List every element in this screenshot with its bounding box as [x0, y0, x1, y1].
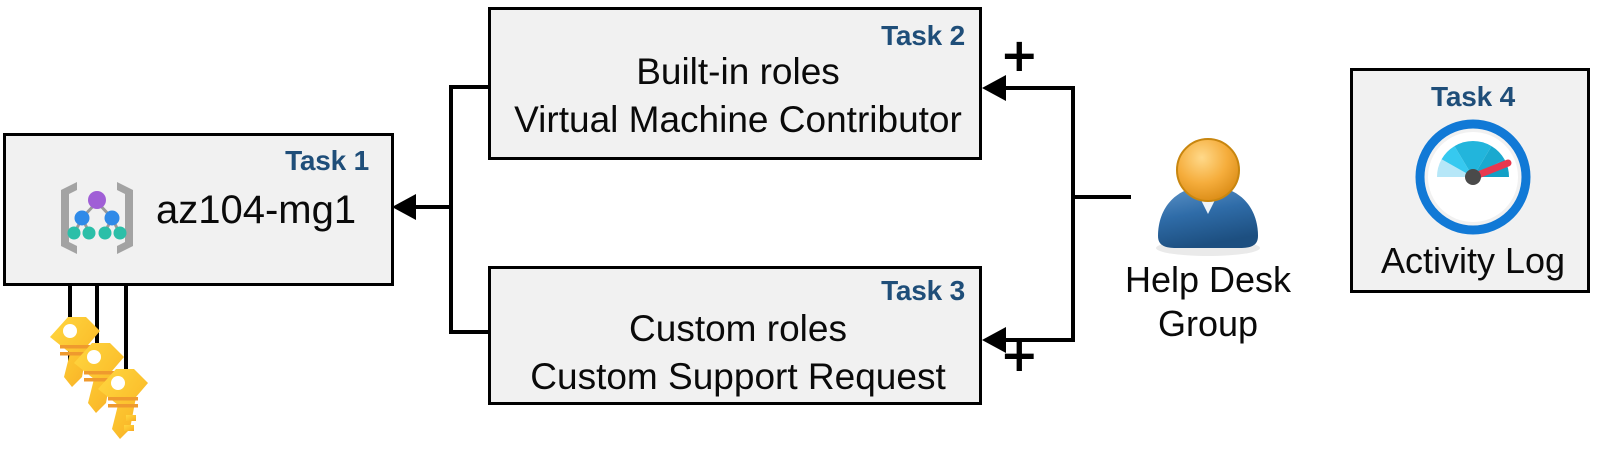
connector-identity-to-spine	[1071, 195, 1131, 199]
task3-line1: Custom roles	[629, 308, 847, 349]
connector-spine-to-task2	[1005, 86, 1075, 90]
connector-task3-to-spine	[449, 330, 491, 334]
arrowhead-into-task1	[392, 194, 416, 220]
task4-box[interactable]: Task 4 Activity Log	[1350, 68, 1590, 293]
task3-body: Custom roles Custom Support Request	[491, 305, 985, 401]
connector-right-spine	[1071, 86, 1075, 342]
gauge-icon	[1415, 119, 1531, 235]
task2-box[interactable]: Task 2 Built-in roles Virtual Machine Co…	[488, 7, 982, 160]
task2-body: Built-in roles Virtual Machine Contribut…	[491, 48, 985, 144]
task3-line2: Custom Support Request	[530, 356, 946, 397]
task2-label: Task 2	[881, 20, 965, 51]
task1-title: az104-mg1	[156, 188, 357, 232]
key-connector-3	[124, 246, 128, 409]
task2-line1: Built-in roles	[636, 51, 840, 92]
identity-line2: Group	[1157, 303, 1259, 344]
task4-title: Activity Log	[1380, 240, 1566, 281]
connector-spine-to-task3	[1005, 338, 1075, 342]
plus-sign-top: +	[1000, 28, 1039, 82]
task1-label: Task 1	[285, 145, 369, 176]
connector-task2-to-spine	[449, 85, 491, 89]
task2-line2: Virtual Machine Contributor	[514, 99, 962, 140]
arrowhead-into-task3	[982, 327, 1006, 353]
help-desk-group[interactable]: Help Desk Group	[1118, 136, 1298, 344]
keys-icon	[50, 317, 148, 439]
task4-label: Task 4	[1431, 81, 1515, 112]
connector-spine-to-task1	[415, 205, 451, 209]
plus-sign-bottom: +	[1000, 328, 1039, 382]
task3-box[interactable]: Task 3 Custom roles Custom Support Reque…	[488, 266, 982, 405]
identity-line1: Help Desk	[1124, 259, 1292, 300]
task3-label: Task 3	[881, 275, 965, 306]
key-connector-2	[95, 232, 99, 392]
key-connector-1	[68, 232, 72, 377]
arrowhead-into-task2	[982, 75, 1006, 101]
management-group-icon	[61, 182, 133, 254]
connector-left-spine	[449, 85, 453, 334]
user-group-icon	[1156, 138, 1260, 256]
help-desk-group-label: Help Desk Group	[1118, 258, 1298, 346]
